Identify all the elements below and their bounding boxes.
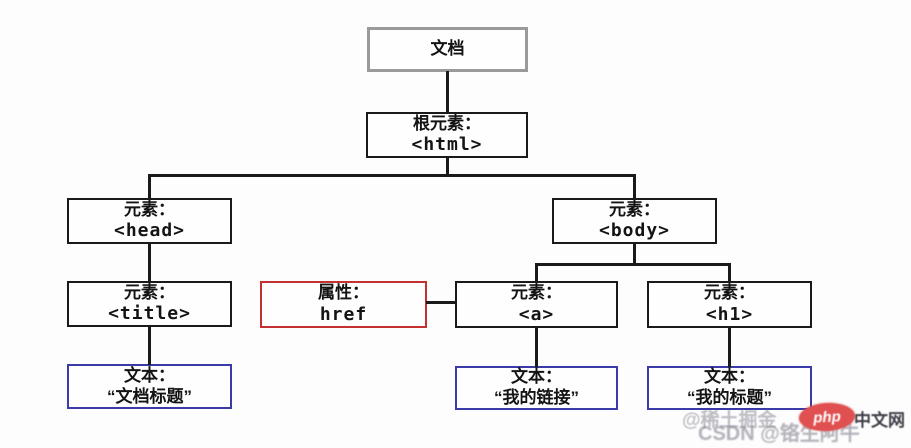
- node-value: “我的标题”: [687, 388, 772, 407]
- connector-a-text: [535, 327, 538, 367]
- connector-to-body: [633, 174, 636, 199]
- node-label: 元素：: [704, 283, 755, 303]
- node-text-my-link: 文本： “我的链接”: [455, 366, 618, 410]
- connector-href-a: [426, 301, 456, 304]
- connector-title-text: [148, 326, 151, 365]
- node-element-a: 元素： <a>: [455, 281, 618, 328]
- node-value: <a>: [518, 303, 555, 325]
- node-root-html: 根元素： <html>: [366, 112, 528, 158]
- node-value: “我的链接”: [494, 388, 579, 407]
- node-value: “文档标题”: [107, 386, 192, 406]
- connector-split-a-h1: [535, 263, 731, 266]
- node-value: <title>: [108, 303, 191, 325]
- node-label: 属性：: [318, 283, 369, 303]
- connector-to-h1: [728, 263, 731, 282]
- connector-split-head-body: [148, 174, 636, 177]
- connector-head-title: [148, 243, 151, 282]
- node-text-document-title: 文本： “文档标题”: [67, 364, 232, 409]
- node-label: 根元素：: [413, 113, 481, 133]
- node-value: <h1>: [705, 303, 754, 325]
- node-label: 元素：: [511, 283, 562, 303]
- node-element-head: 元素： <head>: [67, 198, 232, 244]
- connector-body-stub: [633, 243, 636, 265]
- node-label: 文本：: [511, 367, 562, 387]
- node-value: href: [319, 303, 368, 325]
- node-value: <head>: [113, 220, 186, 242]
- node-label: 文本：: [704, 367, 755, 387]
- node-label: 文本：: [124, 365, 175, 385]
- connector-to-a: [535, 263, 538, 282]
- node-document: 文档: [367, 27, 528, 72]
- node-label: 文档: [430, 39, 465, 59]
- node-element-title: 元素： <title>: [67, 281, 232, 327]
- connector-h1-text: [728, 327, 731, 367]
- connector-to-head: [148, 174, 151, 199]
- site-name-label: 中文网: [854, 411, 905, 430]
- connector-html-stub: [446, 157, 449, 176]
- node-element-h1: 元素： <h1>: [647, 281, 812, 328]
- watermark-juejin: @稀土掘金: [682, 410, 777, 431]
- node-label: 元素：: [609, 199, 660, 219]
- node-value: <body>: [598, 220, 671, 242]
- node-value: <html>: [411, 134, 483, 156]
- node-label: 元素：: [124, 282, 175, 302]
- node-label: 元素：: [124, 199, 175, 219]
- node-text-my-heading: 文本： “我的标题”: [647, 366, 812, 410]
- node-attribute-href: 属性： href: [260, 281, 427, 328]
- connector-document-html: [446, 71, 449, 113]
- node-element-body: 元素： <body>: [552, 198, 717, 244]
